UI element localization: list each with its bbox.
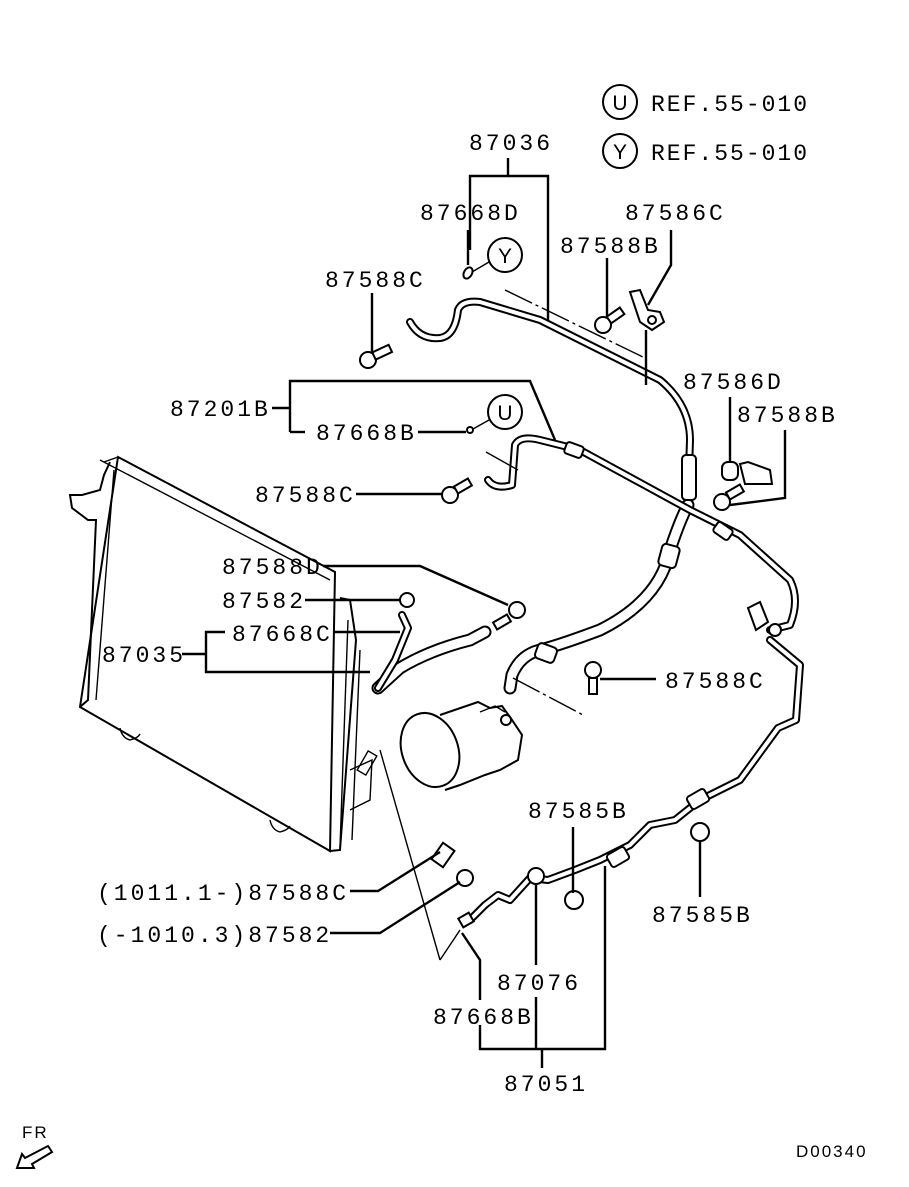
callout-87076[interactable]: 87076 (497, 971, 581, 997)
condenser-illustration (68, 455, 378, 853)
reference-y-marker: Y (613, 141, 627, 164)
callout-87588c-low[interactable]: (1011.1-)87588C (97, 881, 349, 907)
callout-87588b-top[interactable]: 87588B (560, 234, 661, 260)
y-marker-icon (602, 133, 638, 169)
callout-87051[interactable]: 87051 (504, 1072, 588, 1098)
diagram-id: D00340 (796, 1142, 868, 1161)
u-marker-icon (602, 84, 638, 120)
y-marker[interactable]: Y (471, 237, 523, 273)
reference-y[interactable]: Y REF.55-010 (602, 133, 809, 169)
clamp-87586c-icon (628, 288, 666, 332)
o-ring-87668d-icon (462, 266, 474, 280)
callout-87588d[interactable]: 87588D (222, 555, 323, 581)
clip-87076-icon (527, 867, 545, 885)
callout-87668d[interactable]: 87668D (420, 201, 521, 227)
reference-u-text: REF.55-010 (651, 92, 809, 118)
clamp-87585b-right-icon (690, 822, 710, 842)
clamp-87586d-icon (721, 460, 774, 485)
reference-u[interactable]: U REF.55-010 (602, 84, 809, 120)
u-marker[interactable]: U (472, 394, 523, 430)
nut-87582-mid-icon (399, 592, 415, 608)
bolt-87588c-top-icon (359, 343, 394, 369)
bolt-87588d-icon (491, 601, 526, 631)
nut-87582-low-icon (456, 869, 474, 887)
callout-87586d[interactable]: 87586D (683, 370, 784, 396)
front-direction-indicator: FR (15, 1123, 54, 1169)
bolt-87588c-low-icon (430, 841, 456, 869)
callout-87588c-mid[interactable]: 87588C (255, 483, 356, 509)
callout-87201b[interactable]: 87201B (170, 397, 271, 423)
front-label: FR (22, 1123, 49, 1142)
callout-87035[interactable]: 87035 (102, 643, 186, 669)
callout-87582-mid[interactable]: 87582 (222, 589, 306, 615)
bolt-87588b-right-icon (713, 483, 746, 511)
callout-87586c[interactable]: 87586C (625, 201, 726, 227)
callout-labels: 87036 87668D 87588C 87588B 87586C 87201B… (97, 131, 838, 1098)
callout-87668c[interactable]: 87668C (232, 622, 333, 648)
front-arrow-icon (15, 1144, 54, 1169)
callout-87668b-low[interactable]: 87668B (433, 1005, 534, 1031)
bolt-87588c-right-icon (584, 661, 602, 695)
refrigerant-lines (371, 297, 804, 924)
y-marker-letter: Y (498, 245, 512, 268)
reference-y-text: REF.55-010 (651, 141, 809, 167)
callout-87585b-mid[interactable]: 87585B (528, 799, 629, 825)
installation-lines (99, 289, 646, 961)
callout-87588c-top[interactable]: 87588C (325, 268, 426, 294)
hardware-parts (359, 266, 774, 929)
u-marker-circle-icon (487, 394, 523, 430)
y-marker-circle-icon (487, 237, 523, 273)
callout-87036[interactable]: 87036 (469, 131, 553, 157)
bolt-87588c-mid-icon (441, 477, 474, 504)
compressor-illustration (399, 700, 524, 791)
o-ring-87668b-low-icon (456, 911, 476, 929)
clamp-87585b-mid-icon (564, 890, 584, 910)
reference-u-marker: U (612, 92, 627, 115)
callout-87582-low[interactable]: (-1010.3)87582 (97, 923, 332, 949)
o-ring-87668b-top-icon (466, 426, 474, 434)
callout-87585b-right[interactable]: 87585B (652, 903, 753, 929)
callout-87588b-right[interactable]: 87588B (737, 403, 838, 429)
bolt-87588b-top-icon (594, 306, 626, 334)
callout-87588c-right[interactable]: 87588C (665, 669, 766, 695)
leader-lines (182, 158, 787, 1068)
u-marker-letter: U (497, 402, 512, 425)
reference-legend: U REF.55-010 Y REF.55-010 (602, 84, 809, 169)
callout-87668b-top[interactable]: 87668B (316, 421, 417, 447)
